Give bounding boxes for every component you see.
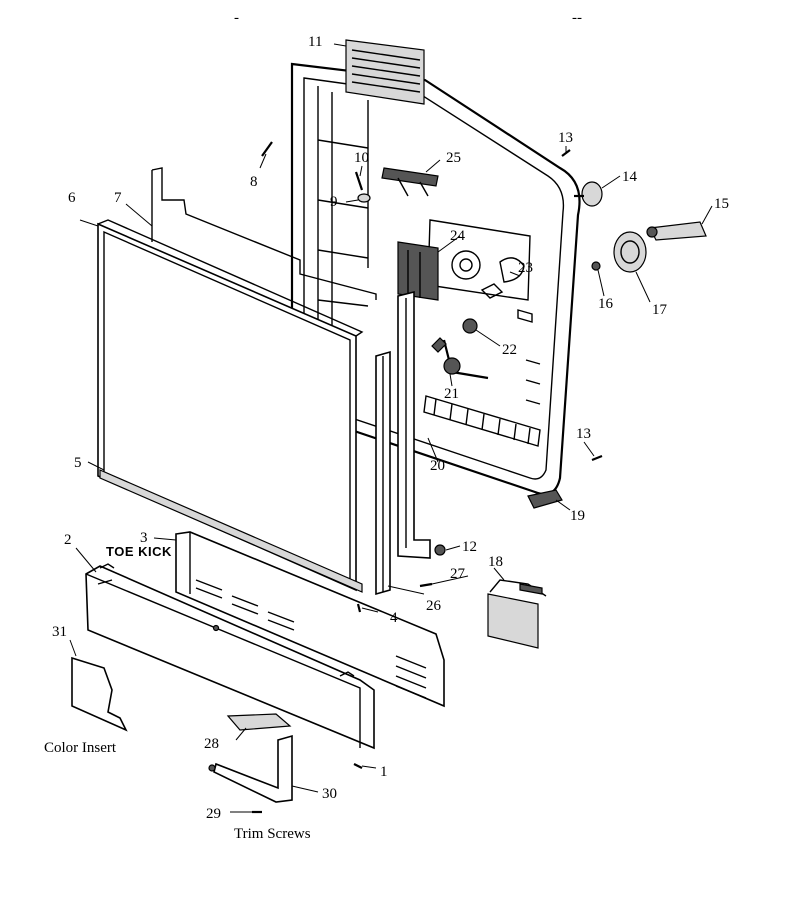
header-mark-left: - <box>234 10 239 26</box>
toe-kick-3 <box>175 531 445 708</box>
header-mark-right: -- <box>572 10 582 26</box>
latch-part-25 <box>381 167 439 197</box>
color-insert-31 <box>71 656 128 732</box>
callout-23: 23 <box>518 260 533 276</box>
lever-parts-21-22 <box>431 318 489 380</box>
leader-lines <box>69 43 713 813</box>
callout-22: 22 <box>502 342 517 358</box>
callout-4: 4 <box>390 610 398 626</box>
callout-26: 26 <box>426 598 442 614</box>
callout-1: 1 <box>380 764 388 780</box>
callout-18: 18 <box>488 554 503 570</box>
callout-30: 30 <box>322 786 337 802</box>
bracket-18 <box>487 579 547 649</box>
callout-20: 20 <box>430 458 445 474</box>
callout-6: 6 <box>68 190 76 206</box>
callout-13-bottom: 13 <box>576 426 591 442</box>
backing-panel-7 <box>151 167 377 300</box>
vent-part-11 <box>345 39 425 105</box>
callout-10: 10 <box>354 150 369 166</box>
callout-17: 17 <box>652 302 668 318</box>
callout-7: 7 <box>114 190 122 206</box>
part-callouts: 1 2 3 4 5 6 7 8 9 10 11 12 13 13 14 15 1… <box>52 34 729 822</box>
callout-2: 2 <box>64 532 72 548</box>
trim-screws-caption: Trim Screws <box>234 826 311 842</box>
hinge-clip-19 <box>527 489 563 509</box>
callout-8: 8 <box>250 174 258 190</box>
small-parts-9-10 <box>354 171 371 203</box>
callout-13-top: 13 <box>558 130 573 146</box>
knob-parts <box>574 181 707 273</box>
callout-24: 24 <box>450 228 466 244</box>
actuator-part-24 <box>397 241 439 301</box>
callout-15: 15 <box>714 196 729 212</box>
toe-kick-label: TOE KICK <box>106 544 172 559</box>
callout-16: 16 <box>598 296 614 312</box>
bottom-trim-5 <box>99 469 363 593</box>
callout-27: 27 <box>450 566 466 582</box>
callout-25: 25 <box>446 150 461 166</box>
callout-12: 12 <box>462 539 477 555</box>
color-insert-caption: Color Insert <box>44 740 117 756</box>
bracket-28 <box>226 713 292 731</box>
side-strip-20 <box>397 290 431 559</box>
callout-21: 21 <box>444 386 459 402</box>
callout-14: 14 <box>622 169 638 185</box>
callout-28: 28 <box>204 736 219 752</box>
lower-panel-2 <box>85 563 375 750</box>
callout-3: 3 <box>140 530 148 546</box>
callout-9: 9 <box>330 194 338 210</box>
mounting-bracket-30 <box>208 734 293 803</box>
fasteners <box>252 141 603 814</box>
side-trim-26 <box>375 350 391 596</box>
callout-29: 29 <box>206 806 221 822</box>
callout-11: 11 <box>308 34 322 50</box>
callout-19: 19 <box>570 508 585 524</box>
callout-5: 5 <box>74 455 82 471</box>
callout-31: 31 <box>52 624 67 640</box>
